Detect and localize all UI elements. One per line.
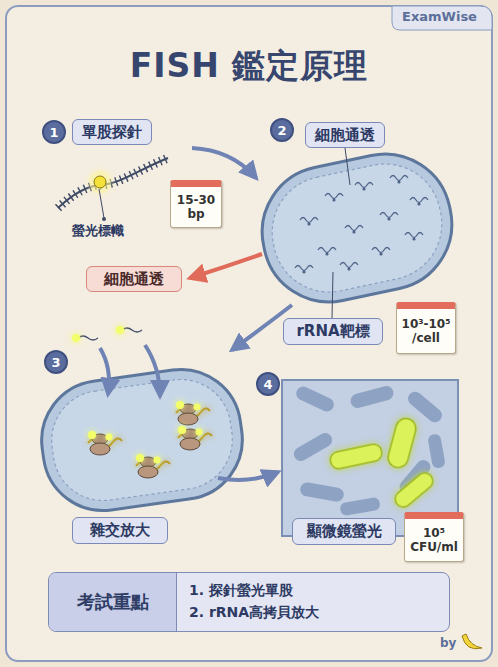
node-text: 細胞通透	[104, 270, 164, 289]
value-tag: 15-30 bp	[170, 180, 222, 228]
hybridized-cell-part	[72, 334, 80, 342]
probe-illustration	[58, 158, 168, 221]
step-label-box: 細胞通透	[305, 122, 385, 148]
hybridized-cell-part	[45, 373, 239, 507]
flow-arrows-part	[218, 472, 278, 480]
node-text: 2. rRNA高拷貝放大	[189, 602, 319, 624]
flow-arrows-part	[192, 148, 256, 178]
hybridized-cell-part	[34, 362, 250, 519]
probe-illustration-part	[99, 189, 104, 218]
callout-number: 3	[51, 355, 60, 370]
permeable-cell-part	[345, 226, 363, 234]
step-label-box: 雜交放大	[72, 517, 168, 544]
step-label-box: rRNA靶標	[283, 318, 383, 345]
node-text: 10⁵ CFU/ml	[408, 526, 460, 555]
highlight-box: 細胞通透	[86, 266, 182, 292]
probe-illustration-part	[102, 217, 106, 221]
microscope-panel-part	[291, 430, 334, 463]
hybridized-cell-part	[88, 431, 122, 455]
callout-number: 4	[263, 377, 272, 392]
node-text: 細胞通透	[315, 126, 375, 145]
probe-illustration-part	[58, 158, 168, 208]
frame-part	[6, 6, 492, 661]
probe-illustration-part	[58, 158, 168, 208]
permeable-cell-part	[390, 176, 408, 184]
diagram-title: FISH 鑑定原理	[0, 44, 498, 89]
callout-number: 2	[277, 123, 286, 138]
microscope-panel-part	[349, 385, 395, 410]
microscope-panel-part	[386, 416, 418, 469]
permeable-cell-part	[355, 183, 373, 191]
step-number: 1	[42, 120, 66, 144]
permeable-cell-part	[410, 198, 428, 206]
microscope-panel-part	[339, 497, 381, 517]
node-text: 15-30 bp	[174, 193, 218, 222]
hybridized-cell-part	[145, 345, 160, 396]
permeable-cell-part	[405, 233, 423, 241]
microscope-panel-part	[294, 384, 336, 414]
key-point-list: 1. 探針螢光單股2. rRNA高拷貝放大	[189, 576, 439, 628]
brand-label: ExamWise	[402, 9, 477, 24]
permeable-cell-part	[380, 213, 398, 221]
hybridized-cell-part	[78, 336, 98, 340]
node-text: 雜交放大	[90, 521, 150, 540]
node-text: rRNA靶標	[296, 322, 369, 341]
hybridized-cell-part	[136, 454, 170, 478]
permeable-cell	[250, 142, 464, 318]
credit-label: by	[440, 636, 456, 650]
hybridized-cell-part	[176, 401, 210, 425]
permeable-cell-part	[300, 218, 318, 226]
hybridized-cell-part	[122, 328, 142, 332]
step-label-box: 顯微鏡螢光	[292, 518, 396, 545]
permeable-cell-part	[250, 142, 464, 315]
node-text: 單股探針	[82, 123, 142, 142]
permeable-cell-part	[332, 272, 333, 318]
permeable-cell-part	[262, 154, 452, 303]
flow-arrows-part	[190, 254, 262, 278]
value-tag: 10⁵ CFU/ml	[404, 512, 464, 562]
banana-icon	[462, 634, 482, 649]
microscope-panel-part	[329, 443, 383, 470]
key-point-band: 考試重點1. 探針螢光單股2. rRNA高拷貝放大	[48, 572, 450, 632]
value-tag: 10³-10⁵ /cell	[396, 302, 456, 354]
part-label: 螢光標幟	[72, 222, 124, 240]
callout-number: 1	[49, 125, 58, 140]
hybridized-cell-part	[178, 426, 212, 450]
node-text: 1. 探針螢光單股	[189, 580, 293, 602]
permeable-cell-part	[372, 248, 390, 256]
hybridized-cell	[34, 326, 250, 518]
banana-icon-part	[462, 634, 482, 649]
hybridized-cell-part	[116, 326, 124, 334]
node-text: 10³-10⁵ /cell	[400, 317, 452, 346]
probe-illustration-part	[89, 171, 111, 193]
hybridized-cell-part	[100, 348, 109, 394]
node-text: 考試重點	[49, 573, 177, 631]
frame	[6, 6, 492, 661]
microscope-panel-part	[427, 433, 446, 469]
frame-part	[392, 6, 492, 30]
permeable-cell-part	[340, 263, 358, 271]
permeable-cell-part	[318, 248, 336, 256]
node-text: 顯微鏡螢光	[307, 522, 382, 541]
step-number: 2	[270, 118, 294, 142]
step-label-box: 單股探針	[72, 119, 152, 145]
permeable-cell-part	[345, 148, 350, 185]
microscope-panel-part	[392, 470, 436, 511]
step-number: 3	[44, 350, 68, 374]
step-number: 4	[256, 372, 280, 396]
permeable-cell-part	[295, 266, 313, 274]
microscope-panel-part	[299, 481, 345, 502]
probe-illustration-part	[94, 176, 106, 188]
permeable-cell-part	[325, 194, 343, 202]
